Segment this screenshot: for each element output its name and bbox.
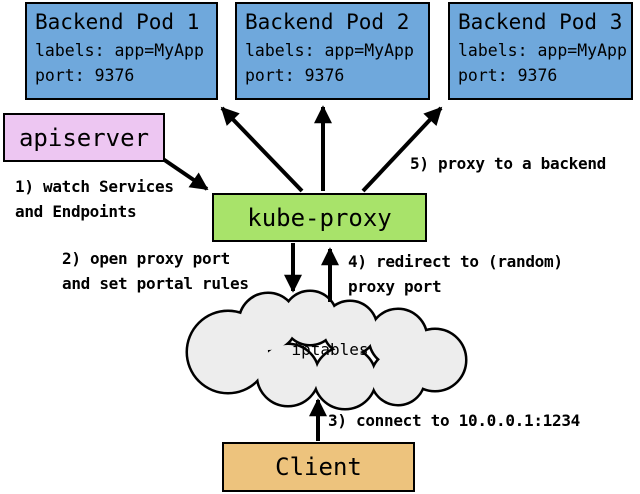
iptables-label: iptables (291, 340, 369, 359)
annotation-line: and Endpoints (15, 202, 137, 221)
annotation-step5: 5) proxy to a backend (410, 151, 606, 176)
apiserver-label: apiserver (18, 123, 150, 152)
arrow-kubeproxy-to-pod3 (361, 106, 443, 193)
pod-labels: labels: app=MyApp (458, 41, 627, 60)
annotation-step2: 2) open proxy port and set portal rules (62, 246, 249, 296)
annotation-line: 2) open proxy port (62, 249, 230, 268)
annotation-line: proxy port (348, 277, 442, 296)
client-box: Client (222, 442, 415, 492)
pod-labels: labels: app=MyApp (245, 41, 414, 60)
pod-labels: labels: app=MyApp (35, 41, 204, 60)
annotation-line: 1) watch Services (15, 177, 174, 196)
annotation-step3: 3) connect to 10.0.0.1:1234 (328, 408, 580, 433)
arrow-apiserver-to-kubeproxy (161, 157, 209, 191)
annotation-line: and set portal rules (62, 274, 249, 293)
kube-proxy-label: kube-proxy (247, 203, 392, 232)
iptables-cloud (185, 289, 468, 411)
pod-title: Backend Pod 3 (458, 10, 623, 34)
annotation-line: 3) connect to 10.0.0.1:1234 (328, 411, 580, 430)
kube-proxy-box: kube-proxy (212, 193, 427, 242)
annotation-step1: 1) watch Services and Endpoints (15, 174, 174, 224)
annotation-line: 4) redirect to (random) (348, 252, 563, 271)
pod-port: port: 9376 (458, 66, 558, 85)
pod-port: port: 9376 (245, 66, 345, 85)
pod-title: Backend Pod 1 (35, 10, 200, 34)
apiserver-box: apiserver (3, 113, 165, 162)
backend-pod-1-box: Backend Pod 1 labels: app=MyApp port: 93… (25, 2, 218, 100)
backend-pod-3-box: Backend Pod 3 labels: app=MyApp port: 93… (448, 2, 633, 100)
annotation-step4: 4) redirect to (random) proxy port (348, 249, 563, 299)
pod-title: Backend Pod 2 (245, 10, 410, 34)
pod-port: port: 9376 (35, 66, 135, 85)
annotation-line: 5) proxy to a backend (410, 154, 606, 173)
client-label: Client (275, 453, 362, 481)
arrow-kubeproxy-to-pod1 (220, 106, 304, 193)
backend-pod-2-box: Backend Pod 2 labels: app=MyApp port: 93… (235, 2, 430, 100)
